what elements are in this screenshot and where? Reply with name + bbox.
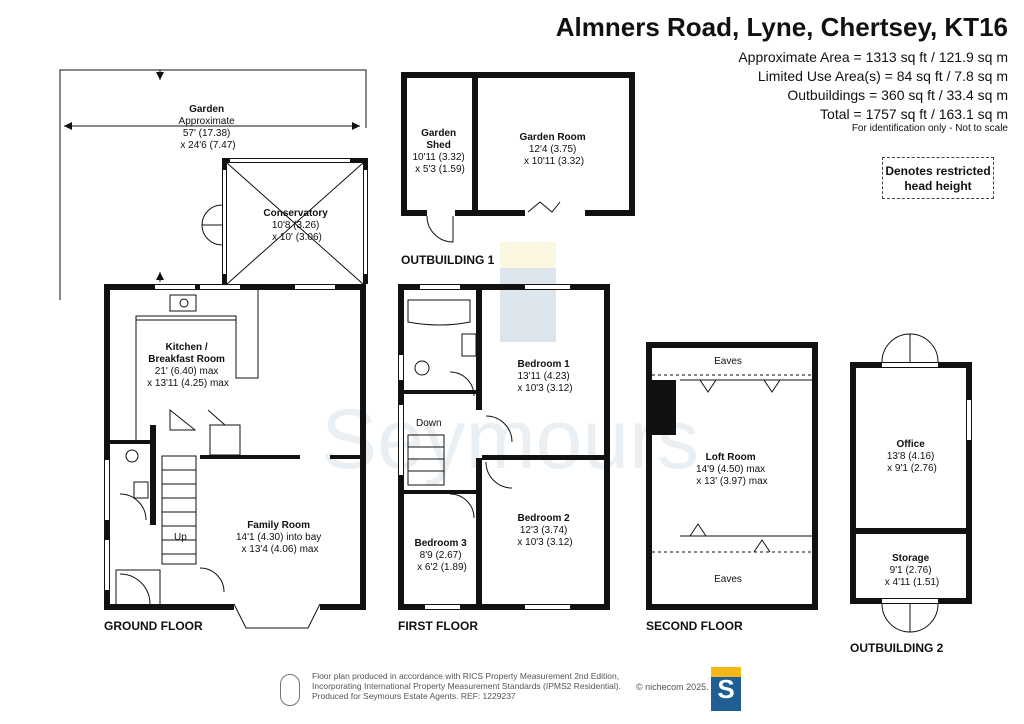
seymours-logo-icon: S (711, 667, 741, 711)
room-bedroom-1: Bedroom 1 13'11 (4.23) x 10'3 (3.12) (517, 359, 572, 394)
area-total: Total = 1757 sq ft / 163.1 sq m (820, 106, 1008, 122)
storage-dim-2: x 4'11 (1.51) (885, 577, 940, 588)
footer-notes: Floor plan produced in accordance with R… (312, 671, 621, 701)
garden-room-dim-2: x 10'11 (3.32) (524, 156, 584, 167)
family-dim-1: 14'1 (4.30) into bay (236, 532, 321, 543)
ipms-icon (280, 674, 300, 706)
office-name: Office (896, 439, 925, 450)
family-dim-2: x 13'4 (4.06) max (242, 544, 319, 555)
shed-name-2: Shed (426, 140, 450, 151)
legend-line-2: head height (904, 179, 972, 193)
storage-name: Storage (892, 553, 930, 564)
eaves-top-label: Eaves (714, 356, 742, 367)
second-floor-walls (646, 342, 818, 610)
watermark: Seymours (321, 242, 699, 486)
office-dim-2: x 9'1 (2.76) (887, 463, 937, 474)
logo-letter: S (717, 674, 735, 704)
loft-dim-2: x 13' (3.97) max (696, 476, 767, 487)
shed-dim-1: 10'11 (3.32) (412, 152, 464, 163)
eaves-bottom-label: Eaves (714, 574, 742, 585)
bed2-dim-2: x 10'3 (3.12) (517, 537, 572, 548)
room-bedroom-2: Bedroom 2 12'3 (3.74) x 10'3 (3.12) (517, 513, 572, 548)
storage-dim-1: 9'1 (2.76) (890, 565, 932, 576)
conservatory-walls (201, 158, 368, 285)
ground-floor-label: GROUND FLOOR (104, 619, 203, 633)
loft-name: Loft Room (706, 452, 756, 463)
office-dim-1: 13'8 (4.16) (887, 451, 935, 462)
kitchen-name-1: Kitchen / (165, 342, 207, 353)
garden-name: Garden (189, 104, 224, 115)
garden-area (59, 69, 367, 300)
stairs-down-label: Down (416, 418, 442, 429)
kitchen-name-2: Breakfast Room (148, 354, 225, 365)
garden-approx: Approximate (179, 116, 236, 127)
room-conservatory: Conservatory 10'8 (3.26) x 10' (3.06) (263, 208, 330, 243)
garden-dim-1: 57' (17.38) (183, 128, 231, 139)
bed3-name: Bedroom 3 (414, 538, 467, 549)
footer-line-3: Produced for Seymours Estate Agents. REF… (312, 691, 516, 701)
first-floor-walls (398, 284, 610, 610)
footer-line-2: Incorporating International Property Mea… (312, 681, 621, 691)
outbuilding-2-walls (850, 333, 972, 633)
bed3-dim-1: 8'9 (2.67) (420, 550, 462, 561)
area-approximate: Approximate Area = 1313 sq ft / 121.9 sq… (738, 49, 1008, 65)
garden-room-name: Garden Room (520, 132, 586, 143)
room-office: Office 13'8 (4.16) x 9'1 (2.76) (887, 439, 937, 474)
conservatory-dim-1: 10'8 (3.26) (272, 220, 320, 231)
copyright-text: © nichecom 2025. (636, 682, 709, 692)
room-kitchen: Kitchen / Breakfast Room 21' (6.40) max … (147, 342, 229, 389)
room-garden-room: Garden Room 12'4 (3.75) x 10'11 (3.32) (520, 132, 589, 167)
family-name: Family Room (247, 520, 310, 531)
legend-line-1: Denotes restricted (885, 164, 991, 178)
bed2-name: Bedroom 2 (517, 513, 570, 524)
outbuilding-1-label: OUTBUILDING 1 (401, 253, 495, 267)
bed1-dim-1: 13'11 (4.23) (517, 371, 569, 382)
stairs-up-label: Up (174, 532, 187, 543)
watermark-text: Seymours (321, 392, 699, 486)
restricted-height-legend: Denotes restricted head height (882, 157, 994, 199)
kitchen-dim-1: 21' (6.40) max (155, 366, 219, 377)
footer-line-1: Floor plan produced in accordance with R… (312, 671, 620, 681)
bed1-name: Bedroom 1 (517, 359, 570, 370)
shed-dim-2: x 5'3 (1.59) (415, 164, 465, 175)
loft-dim-1: 14'9 (4.50) max (696, 464, 765, 475)
conservatory-dim-2: x 10' (3.06) (272, 232, 322, 243)
garden-room-dim-1: 12'4 (3.75) (529, 144, 577, 155)
identification-note: For identification only - Not to scale (851, 123, 1008, 134)
ground-floor-walls (104, 284, 366, 629)
bed3-dim-2: x 6'2 (1.89) (417, 562, 467, 573)
room-garden: Garden Approximate 57' (17.38) x 24'6 (7… (179, 104, 238, 151)
kitchen-dim-2: x 13'11 (4.25) max (147, 378, 229, 389)
garden-dim-2: x 24'6 (7.47) (180, 140, 235, 151)
area-limited-use: Limited Use Area(s) = 84 sq ft / 7.8 sq … (757, 68, 1008, 84)
bed1-dim-2: x 10'3 (3.12) (517, 383, 572, 394)
property-address-title: Almners Road, Lyne, Chertsey, KT16 (555, 12, 1008, 42)
room-bedroom-3: Bedroom 3 8'9 (2.67) x 6'2 (1.89) (414, 538, 469, 573)
conservatory-name: Conservatory (263, 208, 328, 219)
bed2-dim-1: 12'3 (3.74) (520, 525, 568, 536)
shed-name-1: Garden (421, 128, 456, 139)
room-garden-shed: Garden Shed 10'11 (3.32) x 5'3 (1.59) (412, 128, 467, 175)
room-storage: Storage 9'1 (2.76) x 4'11 (1.51) (885, 553, 940, 588)
second-floor-label: SECOND FLOOR (646, 619, 743, 633)
outbuilding-1-walls (401, 72, 635, 243)
outbuilding-2-label: OUTBUILDING 2 (850, 641, 944, 655)
area-outbuildings: Outbuildings = 360 sq ft / 33.4 sq m (787, 87, 1008, 103)
area-summary: Approximate Area = 1313 sq ft / 121.9 sq… (738, 48, 1008, 124)
room-family: Family Room 14'1 (4.30) into bay x 13'4 … (236, 520, 324, 555)
room-loft: Loft Room 14'9 (4.50) max x 13' (3.97) m… (696, 452, 768, 487)
first-floor-label: FIRST FLOOR (398, 619, 478, 633)
